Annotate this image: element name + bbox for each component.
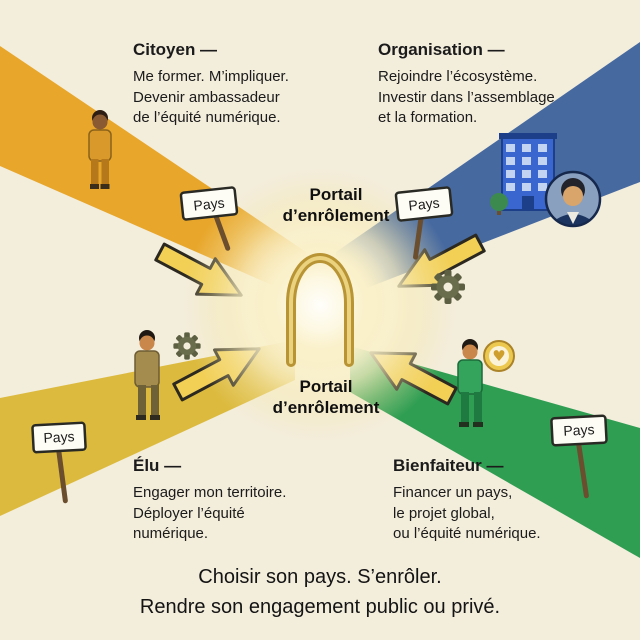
benefactor-line: Financer un pays, (393, 484, 513, 501)
citizen-line: Me former. M’impliquer. (133, 68, 289, 85)
citizen-line: Devenir ambassadeur (133, 88, 280, 106)
heart-badge-icon: ♥ (483, 340, 515, 372)
organisation-line: Rejoindre l’écosystème. (378, 68, 538, 85)
benefactor-path-band (350, 346, 640, 558)
tagline-line: Rendre son engagement public ou privé. (139, 596, 501, 618)
organisation-title: Organisation — (378, 40, 505, 59)
benefactor-text-block: Bienfaiteur — Financer un pays, le proje… (393, 456, 618, 545)
elected-line: Engager mon territoire. (133, 484, 287, 501)
organisation-country-sign: Pays (394, 186, 454, 260)
benefactor-figure-icon (457, 339, 483, 427)
portal-glow-core (245, 230, 395, 380)
portal-label-line: d’enrôlement (282, 206, 390, 226)
elected-line: numérique. (133, 525, 209, 543)
elected-official-figure-icon (134, 330, 160, 420)
elected-sign-label: Pays (43, 428, 75, 446)
gear-icon (431, 270, 465, 304)
portal-label-top: Portail d’enrôlement (271, 184, 401, 227)
citizen-figure-icon (88, 110, 112, 189)
elected-text-block: Élu — Engager mon territoire. Déployer l… (133, 456, 348, 545)
benefactor-sign-label: Pays (563, 421, 595, 439)
tagline-line: Choisir son pays. S’enrôler. (198, 566, 442, 588)
organisation-line: et la formation. (378, 109, 478, 127)
benefactor-title: Bienfaiteur — (393, 456, 504, 475)
bottom-tagline: Choisir son pays. S’enrôler. Rendre son … (0, 562, 640, 622)
elected-country-sign: Pays (31, 421, 87, 504)
benefactor-line: ou l’équité numérique. (393, 525, 541, 543)
gear-icon (173, 332, 201, 360)
portal-arch-highlight (289, 256, 351, 364)
citizen-line: de l’équité numérique. (133, 109, 281, 127)
businessman-avatar-icon (544, 170, 602, 228)
organisation-line: Investir dans l’assemblage (378, 88, 555, 106)
organisation-text-block: Organisation — Rejoindre l’écosystème. I… (378, 40, 613, 129)
citizen-sign-label: Pays (193, 194, 226, 213)
elected-line: Déployer l’équité (133, 504, 245, 522)
portal-label-line: Portail (309, 185, 363, 204)
organisation-sign-label: Pays (408, 194, 441, 213)
portal-label-line: Portail (299, 377, 353, 396)
elected-title: Élu — (133, 456, 182, 475)
portal-label-bottom: Portail d’enrôlement (261, 376, 391, 419)
benefactor-line: le projet global, (393, 504, 495, 522)
citizen-text-block: Citoyen — Me former. M’impliquer. Deveni… (133, 40, 348, 129)
portal-label-line: d’enrôlement (272, 398, 380, 418)
benefactor-country-sign: Pays (550, 414, 608, 499)
citizen-title: Citoyen — (133, 40, 218, 59)
citizen-country-sign: Pays (179, 186, 239, 251)
svg-text:♥: ♥ (492, 347, 505, 365)
